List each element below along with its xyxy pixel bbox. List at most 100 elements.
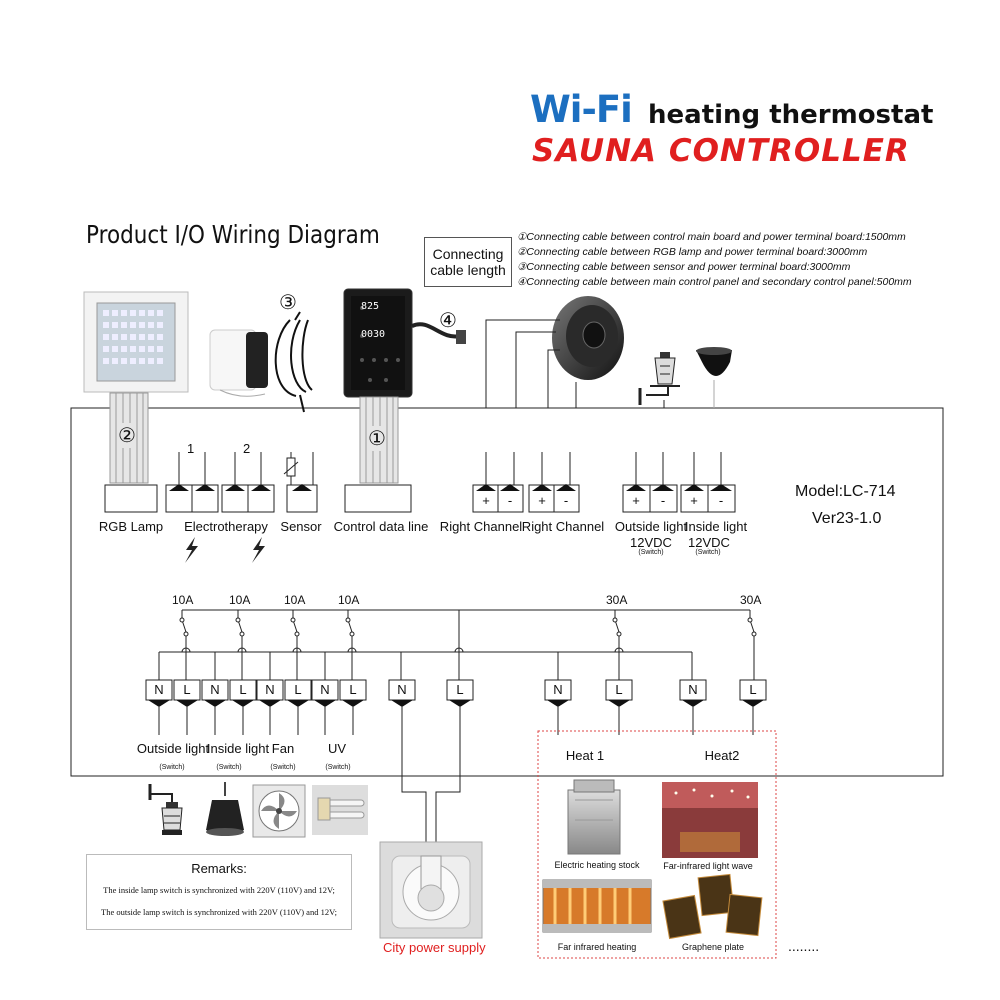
remarks-line-2: The outside lamp switch is synchronized … — [101, 907, 337, 917]
panel-display-time: 0030 — [361, 329, 386, 340]
breaker-rating-3: 10A — [284, 593, 306, 607]
breaker-rating-1: 10A — [172, 593, 194, 607]
marker-3: ③ — [279, 292, 297, 314]
secondary-panel-cable — [411, 322, 466, 344]
breaker-network — [158, 609, 755, 680]
sensor-label: Sensor — [280, 519, 322, 534]
cable-box-line-2: cable length — [430, 262, 506, 278]
far-infrared-tube-icon — [542, 879, 652, 933]
breaker-contacts — [179, 617, 757, 637]
top-terminal-arrows — [169, 484, 732, 491]
plus-4: + — [690, 493, 698, 508]
term-l-heat1: L — [615, 682, 623, 697]
bottom-terminal-arrows — [148, 700, 764, 707]
remarks-box: Remarks: The inside lamp switch is synch… — [86, 854, 352, 930]
breaker-rating-4: 10A — [338, 593, 360, 607]
breaker-rating-6: 30A — [740, 593, 762, 607]
heat1-label: Heat 1 — [565, 748, 605, 763]
term-l-1: L — [183, 682, 191, 697]
outside-lantern-icon — [148, 784, 183, 835]
sensor-cable-icon — [274, 311, 313, 413]
model-name: Model:LC-714 — [795, 483, 896, 500]
marker-1: ① — [368, 426, 386, 451]
heating-stock-icon — [567, 779, 621, 855]
speaker-wires — [485, 319, 577, 408]
sensor-symbol — [283, 452, 314, 485]
fan-icon — [252, 784, 306, 838]
rgb-lamp-label: RGB Lamp — [98, 519, 164, 534]
uv-load-label: UV — [327, 741, 347, 756]
lightning-icon-2 — [252, 537, 265, 563]
heater-caption-4: Graphene plate — [681, 942, 745, 952]
lightning-icon-1 — [185, 537, 198, 563]
term-n-heat2: N — [688, 682, 698, 697]
graphene-plate-icon — [662, 873, 763, 940]
cable-note-4: ④Connecting cable between main control p… — [517, 276, 912, 288]
plus-3: + — [632, 493, 640, 508]
right-channel-label-1: Right Channel — [439, 519, 523, 534]
plus-1: + — [482, 493, 490, 508]
heater-more: ........ — [788, 938, 820, 954]
marker-2: ② — [118, 423, 136, 448]
wifi-title: Wi-Fi — [530, 88, 633, 131]
minus-3: - — [660, 493, 666, 508]
inside-12vdc: 12VDC — [688, 535, 730, 550]
term-n-4: N — [320, 682, 330, 697]
product-title: SAUNA CONTROLLER — [532, 133, 910, 169]
term-n-mains: N — [397, 682, 407, 697]
outside-light-label: Outside light — [614, 519, 688, 534]
breaker-rating-2: 10A — [229, 593, 251, 607]
electro-2-label: 2 — [243, 441, 251, 456]
outside-load-switch: (Switch) — [159, 764, 185, 771]
panel-display-temp: 825 — [361, 301, 380, 312]
heat2-label: Heat2 — [704, 748, 740, 763]
marker-4: ④ — [439, 310, 457, 332]
city-power-label: City power supply — [383, 940, 486, 955]
fan-load-label: Fan — [271, 741, 295, 756]
minus-1: - — [507, 493, 513, 508]
remarks-line-1: The inside lamp switch is synchronized w… — [103, 885, 335, 895]
heater-caption-3: Far infrared heating — [557, 942, 637, 952]
cable-box-line-1: Connecting — [432, 246, 504, 262]
plus-2: + — [538, 493, 546, 508]
term-l-heat2: L — [749, 682, 757, 697]
inside-light-label: Inside light — [684, 519, 748, 534]
minus-2: - — [563, 493, 569, 508]
fan-load-switch: (Switch) — [270, 764, 296, 771]
cable-note-2: ②Connecting cable between RGB lamp and p… — [517, 246, 868, 258]
heater-caption-2: Far-infrared light wave — [663, 861, 753, 871]
electro-1-label: 1 — [187, 441, 195, 456]
breaker-rating-5: 30A — [606, 593, 628, 607]
rgb-terminal — [104, 484, 158, 513]
control-terminal — [344, 484, 412, 513]
inside-pendant-icon — [206, 782, 244, 836]
outside-light-load-label: Outside light — [136, 741, 210, 756]
bottom-terminals — [145, 679, 767, 701]
heater-caption-1: Electric heating stock — [554, 860, 640, 870]
term-l-4: L — [349, 682, 357, 697]
outdoor-lantern-icon — [638, 352, 680, 405]
pendant-lamp-icon — [696, 347, 732, 408]
remarks-title: Remarks: — [191, 861, 247, 876]
term-l-3: L — [294, 682, 302, 697]
control-data-line-label: Control data line — [333, 519, 429, 534]
term-n-heat1: N — [553, 682, 563, 697]
model-version: Ver23-1.0 — [812, 510, 882, 527]
outside-12vdc: 12VDC — [630, 535, 672, 550]
far-infrared-room-icon — [662, 782, 758, 858]
minus-4: - — [718, 493, 724, 508]
inside-light-load-label: Inside light — [206, 741, 270, 756]
term-n-3: N — [265, 682, 275, 697]
uv-lamp-icon — [312, 785, 368, 835]
outside-switch-note: (Switch) — [638, 549, 664, 556]
term-n-1: N — [154, 682, 164, 697]
term-l-2: L — [239, 682, 247, 697]
heater-area — [537, 730, 777, 959]
subtitle: heating thermostat — [648, 100, 934, 130]
wall-socket-icon — [379, 841, 483, 939]
diagram-title: Product I/O Wiring Diagram — [86, 220, 380, 249]
uv-load-switch: (Switch) — [325, 764, 351, 771]
speaker-icon — [552, 296, 624, 380]
rgb-lamp-icon — [83, 291, 189, 393]
